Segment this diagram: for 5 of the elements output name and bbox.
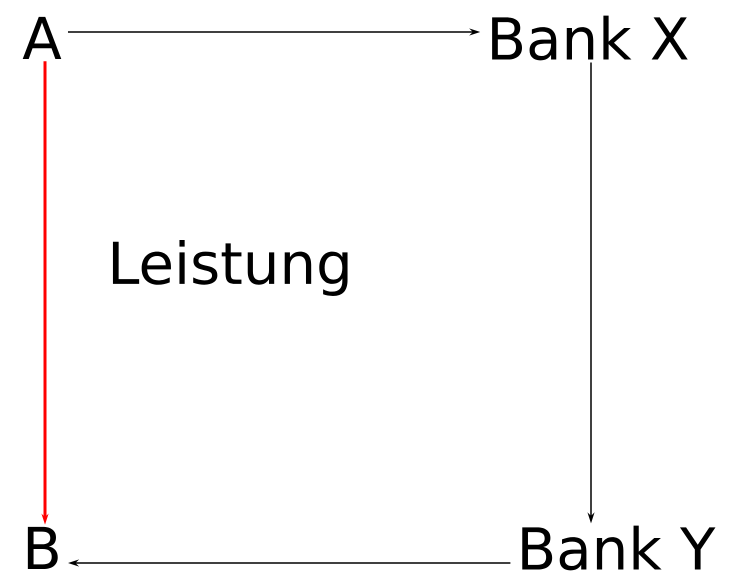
node-text: Bank Y xyxy=(522,526,716,570)
label-text: Leistung xyxy=(112,240,348,296)
node-text: A xyxy=(22,16,62,60)
node-text: Bank X xyxy=(492,16,688,60)
node-text: B xyxy=(28,526,58,570)
